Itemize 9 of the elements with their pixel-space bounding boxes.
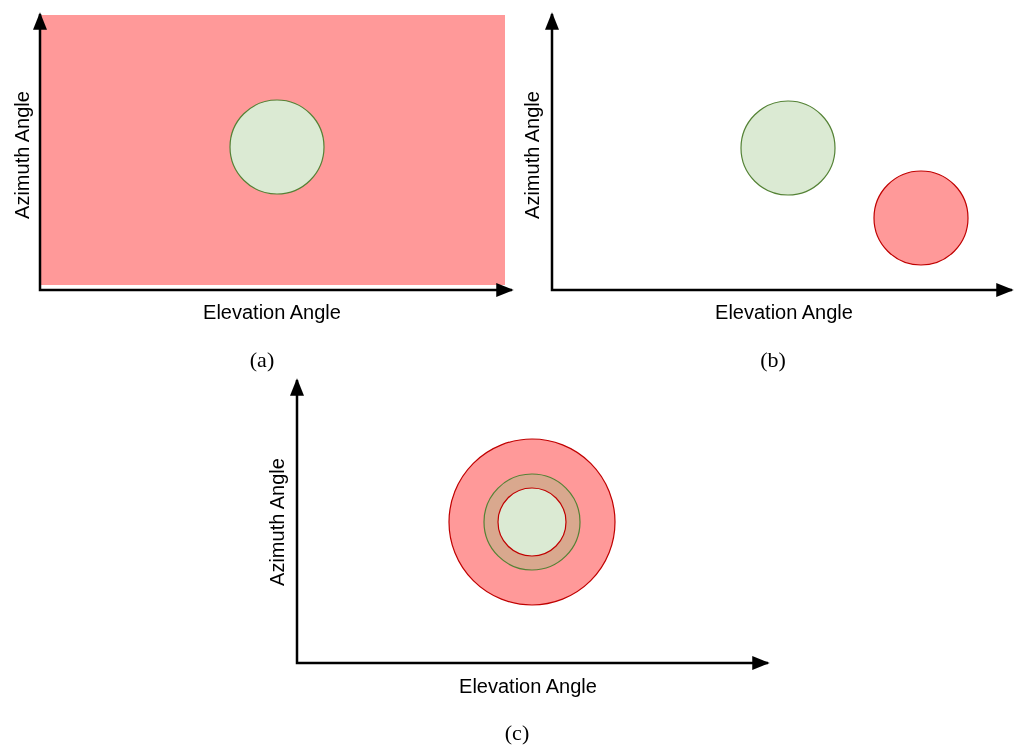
axis-label: Elevation Angle xyxy=(459,674,597,698)
axis-label: Elevation Angle xyxy=(715,300,853,324)
panel-label: (a) xyxy=(249,347,275,373)
panel-label: (c) xyxy=(504,720,530,746)
axis-label: Azimuth Angle xyxy=(265,458,289,586)
axis-label: Azimuth Angle xyxy=(10,91,34,219)
axis-label: Azimuth Angle xyxy=(520,91,544,219)
panel-label: (b) xyxy=(760,347,786,373)
axis-label: Elevation Angle xyxy=(203,300,341,324)
